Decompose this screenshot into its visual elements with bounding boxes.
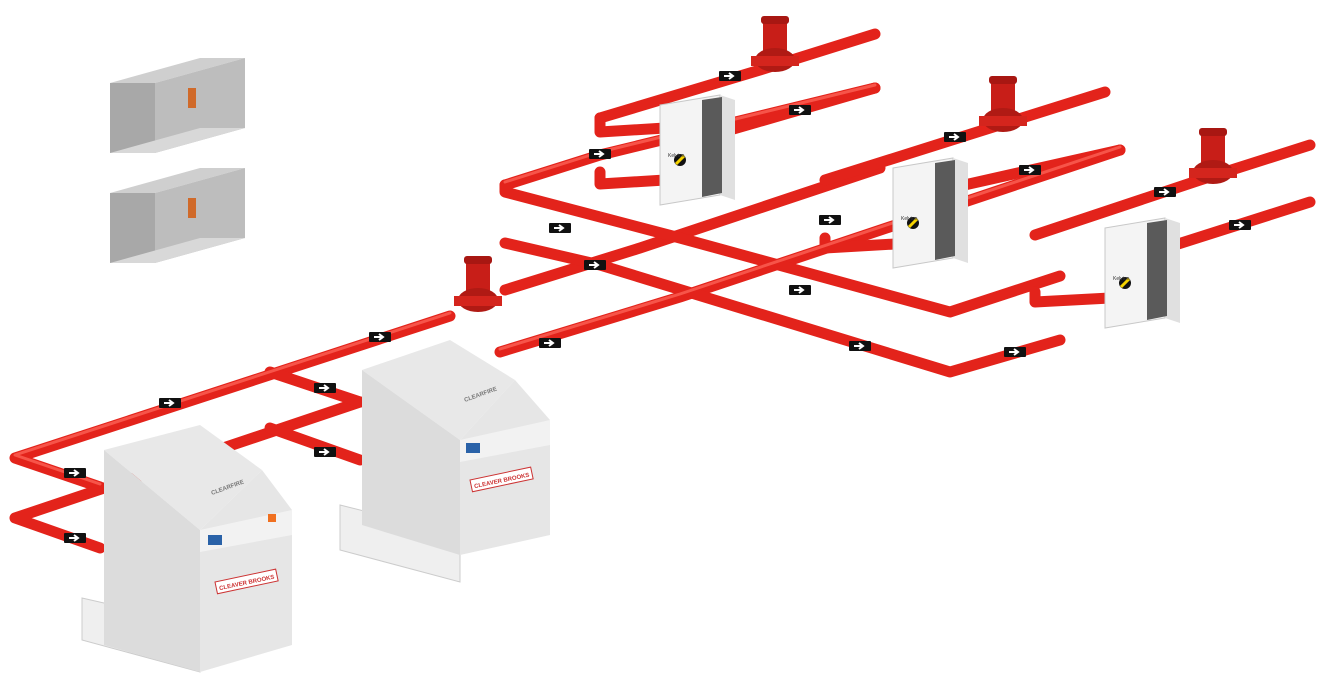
svg-text:Kelvion: Kelvion: [901, 216, 918, 222]
svg-text:Kelvion: Kelvion: [1113, 276, 1130, 282]
circulator-pump: [751, 16, 799, 72]
heat-exchanger: Kelvion: [658, 93, 737, 207]
boiler: CLEAVER BROOKS CLEARFIRE: [339, 340, 550, 583]
svg-text:Kelvion: Kelvion: [668, 153, 685, 159]
air-damper: [110, 168, 245, 263]
circulator-pump: [979, 76, 1027, 132]
circulator-pump: [1189, 128, 1237, 184]
heat-exchanger: Kelvion: [1103, 216, 1182, 330]
boiler: CLEAVER BROOKS CLEARFIRE: [81, 425, 292, 673]
heat-exchanger: Kelvion: [891, 156, 970, 270]
air-damper: [110, 58, 245, 153]
circulator-pump: [454, 256, 502, 312]
